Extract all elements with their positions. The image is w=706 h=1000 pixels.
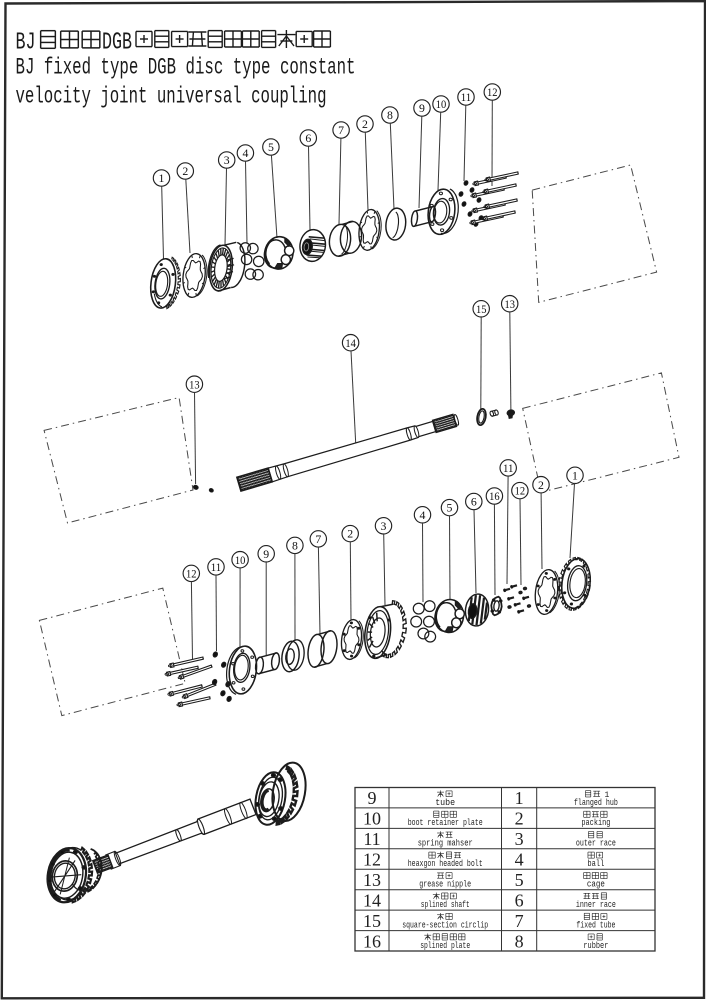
svg-text:1: 1 xyxy=(605,791,610,800)
svg-text:12: 12 xyxy=(363,850,381,870)
svg-text:splined plate: splined plate xyxy=(420,940,470,951)
svg-text:9: 9 xyxy=(419,101,425,115)
svg-text:12: 12 xyxy=(515,484,526,498)
svg-text:tube: tube xyxy=(435,797,455,808)
svg-text:4: 4 xyxy=(515,850,524,870)
svg-text:2: 2 xyxy=(515,809,524,829)
svg-text:1: 1 xyxy=(515,788,524,808)
svg-text:cage: cage xyxy=(587,879,605,890)
svg-text:13: 13 xyxy=(504,297,515,311)
svg-text:splined shaft: splined shaft xyxy=(421,899,470,910)
svg-text:DGB: DGB xyxy=(102,30,132,57)
svg-text:3: 3 xyxy=(515,829,524,849)
svg-text:14: 14 xyxy=(363,890,381,910)
svg-text:2: 2 xyxy=(182,164,188,178)
svg-text:7: 7 xyxy=(315,532,321,546)
svg-text:5: 5 xyxy=(268,140,274,154)
svg-text:5: 5 xyxy=(447,501,453,515)
svg-text:4: 4 xyxy=(242,146,248,160)
svg-text:15: 15 xyxy=(476,302,487,316)
svg-text:ball: ball xyxy=(587,858,604,869)
svg-text:13: 13 xyxy=(363,870,381,890)
svg-text:flanged hub: flanged hub xyxy=(574,797,618,808)
svg-text:6: 6 xyxy=(471,495,477,509)
svg-text:1: 1 xyxy=(159,171,165,185)
svg-text:9: 9 xyxy=(263,547,269,561)
svg-text:7: 7 xyxy=(338,123,344,137)
svg-text:11: 11 xyxy=(363,829,380,849)
svg-text:9: 9 xyxy=(368,788,377,808)
svg-text:5: 5 xyxy=(515,870,524,890)
svg-text:outer race: outer race xyxy=(576,838,616,849)
svg-text:1: 1 xyxy=(572,468,578,482)
svg-text:BJ fixed type DGB disc type co: BJ fixed type DGB disc type constant xyxy=(16,55,356,82)
svg-text:11: 11 xyxy=(503,461,514,475)
svg-text:6: 6 xyxy=(305,131,311,145)
svg-text:13: 13 xyxy=(189,377,200,391)
svg-text:16: 16 xyxy=(489,489,500,503)
svg-text:12: 12 xyxy=(487,85,498,99)
svg-text:fixed tube: fixed tube xyxy=(576,919,615,930)
svg-text:12: 12 xyxy=(186,567,197,581)
svg-text:10: 10 xyxy=(436,97,447,111)
svg-text:10: 10 xyxy=(235,553,246,567)
svg-text:2: 2 xyxy=(347,527,353,541)
svg-text:2: 2 xyxy=(362,117,368,131)
svg-text:square-section circlip: square-section circlip xyxy=(402,919,488,930)
svg-text:11: 11 xyxy=(461,90,472,104)
svg-text:6: 6 xyxy=(515,890,524,910)
svg-text:heaxgon headed bolt: heaxgon headed bolt xyxy=(408,858,483,869)
svg-text:3: 3 xyxy=(381,519,387,533)
svg-text:14: 14 xyxy=(345,336,356,350)
svg-text:inner race: inner race xyxy=(576,899,616,910)
svg-text:BJ: BJ xyxy=(16,30,36,57)
svg-text:3: 3 xyxy=(224,153,230,167)
svg-text:spring mahser: spring mahser xyxy=(418,838,473,849)
svg-text:10: 10 xyxy=(363,809,381,829)
svg-text:15: 15 xyxy=(363,911,381,931)
svg-text:velocity joint universal coupl: velocity joint universal coupling xyxy=(16,84,327,111)
svg-text:8: 8 xyxy=(387,108,393,122)
svg-text:packing: packing xyxy=(581,817,610,828)
svg-text:16: 16 xyxy=(363,931,381,951)
svg-text:boot retainer plate: boot retainer plate xyxy=(408,817,483,828)
svg-text:grease nipple: grease nipple xyxy=(419,879,471,890)
svg-text:8: 8 xyxy=(515,931,524,951)
svg-text:2: 2 xyxy=(538,478,544,492)
svg-text:7: 7 xyxy=(515,911,524,931)
svg-text:8: 8 xyxy=(292,539,298,553)
svg-text:rubber: rubber xyxy=(583,940,608,951)
svg-text:11: 11 xyxy=(211,560,222,574)
svg-text:4: 4 xyxy=(420,508,426,522)
